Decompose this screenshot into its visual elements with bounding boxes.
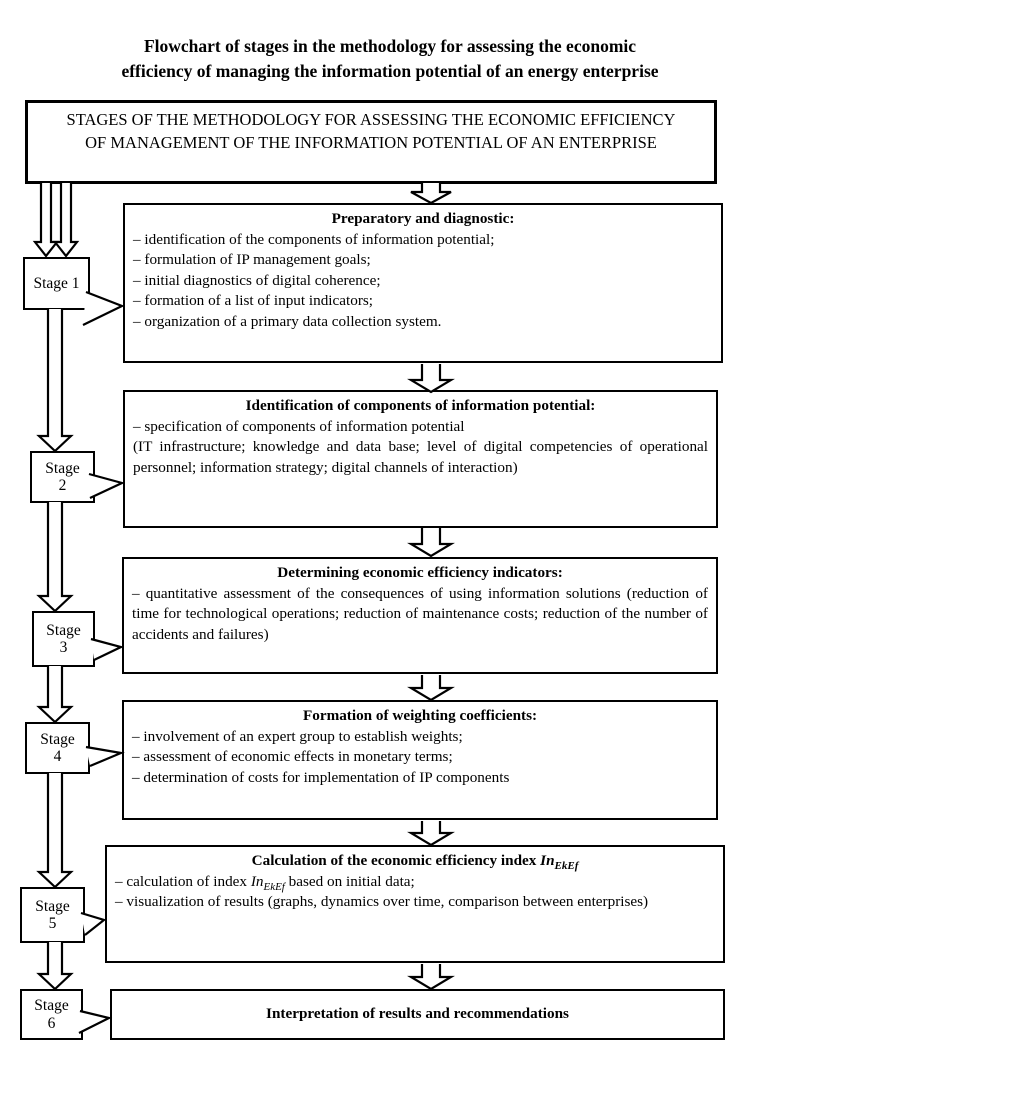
down-arrow-icon xyxy=(407,528,455,558)
header-line2: OF MANAGEMENT OF THE INFORMATION POTENTI… xyxy=(85,132,657,152)
box1-item: – formulation of IP management goals; xyxy=(133,251,371,268)
box4-item: – assessment of economic effects in mone… xyxy=(132,748,453,765)
stage-4-number: 4 xyxy=(53,748,62,765)
box1-title: Preparatory and diagnostic: xyxy=(331,210,515,227)
box-identification-components: Identification of components of informat… xyxy=(123,390,718,528)
box5-item: – calculation of index InEkEf based on i… xyxy=(115,872,715,893)
box3-items: – quantitative assessment of the consequ… xyxy=(124,584,716,646)
box-interpretation-results: Interpretation of results and recommenda… xyxy=(110,989,725,1040)
header-line1: STAGES OF THE METHODOLOGY FOR ASSESSING … xyxy=(66,110,676,129)
stage-5-label: Stage 5 xyxy=(20,887,85,943)
box1-item: – identification of the components of in… xyxy=(133,230,495,248)
box4-title: Formation of weighting coefficients: xyxy=(302,707,538,724)
callout-tail xyxy=(78,1009,113,1034)
box5-title: Calculation of the economic efficiency i… xyxy=(107,851,723,872)
stage-4-text: Stage xyxy=(40,730,75,748)
box5-items: – calculation of index InEkEf based on i… xyxy=(107,872,723,913)
index-symbol: In xyxy=(540,852,555,869)
stage-5-text: Stage xyxy=(35,897,70,915)
box4-item: – involvement of an expert group to esta… xyxy=(132,727,463,745)
stage-4-label: Stage 4 xyxy=(25,722,90,774)
down-arrow-icon xyxy=(407,675,455,702)
down-arrow-icon xyxy=(32,183,60,258)
stage-3-number: 3 xyxy=(59,639,68,656)
box3-item: – quantitative assessment of the consequ… xyxy=(132,584,708,643)
box3-title: Determining economic efficiency indicato… xyxy=(277,564,563,581)
index-subscript: EkEf xyxy=(554,860,579,873)
box5-item1-post: based on initial data; xyxy=(284,872,415,890)
box-preparatory-diagnostic: Preparatory and diagnostic: – identifica… xyxy=(123,203,723,363)
page-title-line1: Flowchart of stages in the methodology f… xyxy=(143,36,637,56)
box5-item1-pre: – calculation of index xyxy=(115,872,251,890)
callout-tail xyxy=(90,637,125,661)
box2-item: – specification of components of informa… xyxy=(133,417,465,435)
index-symbol: In xyxy=(250,872,264,890)
callout-tail xyxy=(85,745,125,768)
down-arrow-icon xyxy=(36,309,74,453)
down-arrow-icon xyxy=(36,666,74,724)
box2-title: Identification of components of informat… xyxy=(245,397,596,414)
box6-title: Interpretation of results and recommenda… xyxy=(266,1005,569,1023)
stage-6-text: Stage xyxy=(34,997,69,1014)
box-calculation-index: Calculation of the economic efficiency i… xyxy=(105,845,725,963)
box1-item: – formation of a list of input indicator… xyxy=(133,292,374,309)
box5-item: – visualization of results (graphs, dyna… xyxy=(115,893,649,910)
header-box: STAGES OF THE METHODOLOGY FOR ASSESSING … xyxy=(25,100,717,184)
box4-item: – determination of costs for implementat… xyxy=(132,768,510,786)
page-title-line2: efficiency of managing the information p… xyxy=(121,61,659,81)
box2-item: (IT infrastructure; knowledge and data b… xyxy=(133,438,708,476)
box-determining-indicators: Determining economic efficiency indicato… xyxy=(122,557,718,674)
box1-item: – organization of a primary data collect… xyxy=(133,312,442,330)
stage-3-text: Stage xyxy=(46,621,81,639)
down-arrow-icon xyxy=(36,773,74,889)
stage-2-label: Stage 2 xyxy=(30,451,95,503)
stage-3-label: Stage 3 xyxy=(32,611,95,667)
down-arrow-icon xyxy=(36,502,74,613)
stage-2-number: 2 xyxy=(58,477,67,494)
down-arrow-icon xyxy=(410,183,452,205)
box-weighting-coefficients: Formation of weighting coefficients: – i… xyxy=(122,700,718,820)
box2-items: – specification of components of informa… xyxy=(125,417,716,479)
box1-item: – initial diagnostics of digital coheren… xyxy=(133,271,381,289)
box1-items: – identification of the components of in… xyxy=(125,230,721,333)
stage-2-text: Stage xyxy=(45,459,80,477)
down-arrow-icon xyxy=(36,942,74,991)
box5-title-text: Calculation of the economic efficiency i… xyxy=(251,852,541,869)
stage-5-number: 5 xyxy=(48,915,57,932)
index-subscript: EkEf xyxy=(263,880,285,893)
down-arrow-icon xyxy=(407,364,455,394)
down-arrow-icon xyxy=(407,964,455,991)
stage-6-label: Stage 6 xyxy=(20,989,83,1040)
page-title: Flowchart of stages in the methodology f… xyxy=(30,34,750,84)
box4-items: – involvement of an expert group to esta… xyxy=(124,727,716,789)
down-arrow-icon xyxy=(407,821,455,847)
down-arrow-icon xyxy=(52,183,80,258)
stage-1-label: Stage 1 xyxy=(23,257,90,310)
stage-6-number: 6 xyxy=(47,1014,56,1032)
stage-1-text: Stage 1 xyxy=(33,274,80,292)
